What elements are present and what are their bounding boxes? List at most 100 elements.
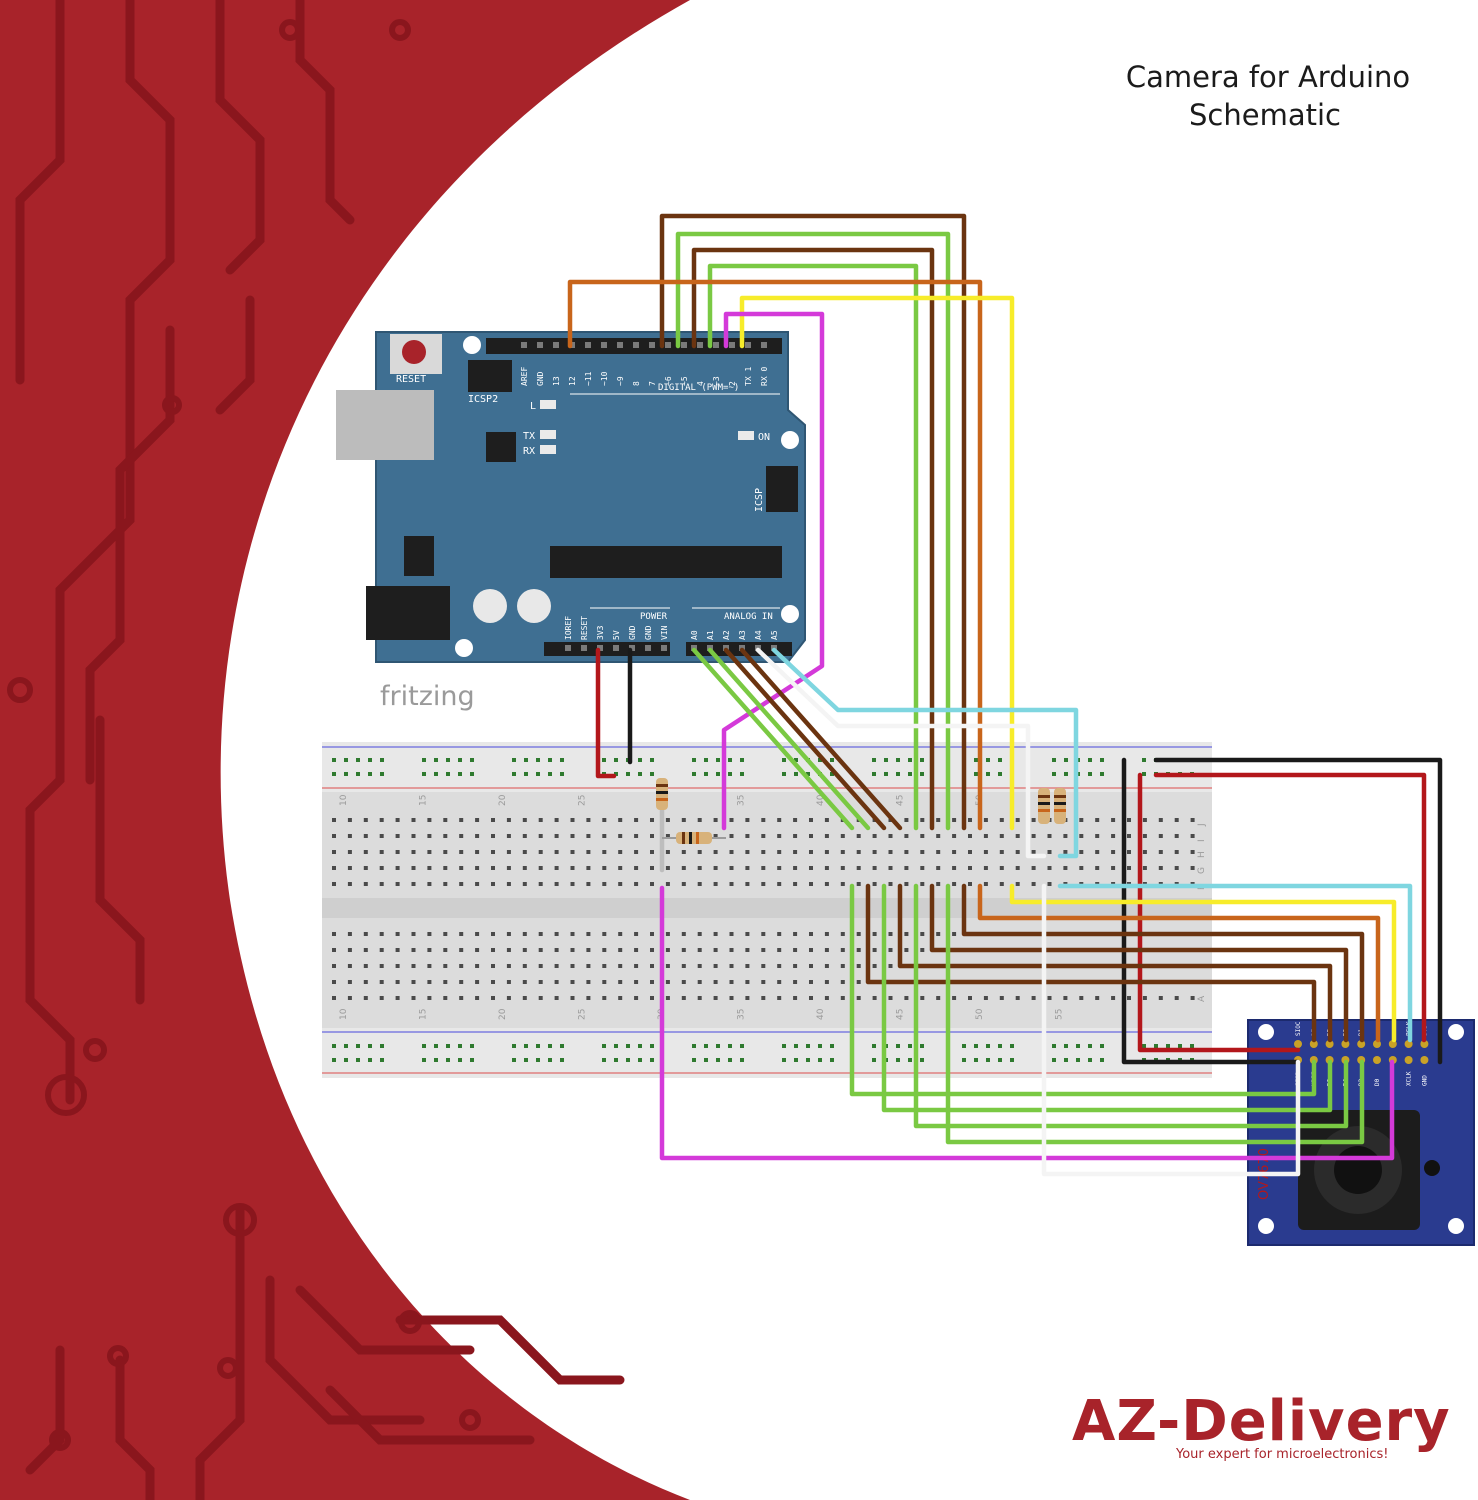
rail-hole [1088,1044,1092,1048]
rail-hole [728,1058,732,1062]
rail-hole [1064,1058,1068,1062]
breadboard-hole [761,882,766,886]
breadboard-hole [332,818,336,822]
breadboard-hole [475,980,480,984]
breadboard-hole [395,932,400,936]
rail-hole [920,758,924,762]
power-header-label: POWER [640,612,668,622]
breadboard-hole [761,834,766,838]
breadboard-hole [443,996,448,1000]
rail-hole [908,758,912,762]
breadboard-hole [729,996,734,1000]
breadboard-hole [347,834,352,838]
breadboard-hole [443,882,448,886]
rail-hole [512,1044,516,1048]
pin-label: 4 [696,381,705,386]
breadboard-hole [554,964,559,968]
rail-hole [458,1058,462,1062]
breadboard-hole [347,964,352,968]
breadboard-hole [697,866,702,870]
rail-hole [650,1058,654,1062]
wire-yellow-d2 [739,295,1015,831]
header-pin [617,342,623,348]
breadboard-hole [332,996,336,1000]
breadboard-hole [332,948,336,952]
breadboard-hole [475,818,480,822]
breadboard-hole [427,964,432,968]
camera-pin-label: SIOC [1295,1021,1302,1036]
breadboard-column-number: 25 [578,795,588,806]
breadboard-hole [1047,834,1052,838]
breadboard-hole [586,996,591,1000]
pin-label: ~6 [664,376,673,386]
breadboard-hole [411,932,416,936]
breadboard-hole [554,882,559,886]
breadboard-hole [379,850,384,854]
breadboard-hole [904,996,909,1000]
pin-label: 12 [568,376,577,386]
rail-hole [1052,1058,1056,1062]
breadboard-hole [363,948,368,952]
header-pin [613,645,619,651]
breadboard-hole [443,850,448,854]
pin-label: ~3 [712,376,721,386]
rail-hole [548,772,552,776]
breadboard-hole [856,980,861,984]
breadboard-hole [840,996,845,1000]
breadboard-hole [904,932,909,936]
breadboard-hole [459,980,464,984]
breadboard-hole [602,932,607,936]
breadboard-hole [888,882,893,886]
breadboard-hole [745,964,750,968]
rail-hole [920,1044,924,1048]
rail-hole [548,1044,552,1048]
rail-hole [332,758,336,762]
rail-hole [806,1044,810,1048]
breadboard-hole [793,932,798,936]
breadboard-hole [761,850,766,854]
pin-label: IOREF [564,616,573,640]
breadboard-hole [1158,850,1163,854]
rail-hole [422,1044,426,1048]
breadboard-column-number: 20 [498,794,508,806]
reset-button[interactable] [402,340,426,364]
rail-hole [716,772,720,776]
fritzing-label: fritzing [380,681,475,712]
resistor-3 [1038,788,1050,824]
breadboard-hole [395,818,400,822]
breadboard-column-number: 20 [498,1008,508,1020]
breadboard-hole [809,932,813,936]
breadboard-hole [411,866,416,870]
breadboard-hole [856,834,861,838]
led-rx-label: RX [523,446,535,457]
breadboard-hole [554,818,559,822]
breadboard-hole [809,964,813,968]
breadboard-hole [363,996,368,1000]
breadboard-hole [411,834,416,838]
breadboard-hole [1047,850,1052,854]
breadboard-hole [983,818,988,822]
rail-hole [332,1044,336,1048]
rail-hole [458,758,462,762]
rail-hole [536,772,540,776]
breadboard-row-letter: I [1197,839,1207,842]
breadboard-hole [570,882,575,886]
breadboard-hole [745,834,750,838]
breadboard-hole [904,834,909,838]
breadboard-column-number: 50 [975,1008,985,1020]
analog-header-label: ANALOG IN [724,612,773,622]
rail-hole [1010,1058,1014,1062]
breadboard-hole [856,948,861,952]
breadboard-hole [952,996,957,1000]
breadboard-column-number: 35 [737,795,747,806]
breadboard-hole [920,882,925,886]
header-pin [745,342,751,348]
pin-label: ~9 [616,376,625,386]
breadboard-hole [793,882,798,886]
breadboard-hole [506,866,511,870]
icsp2-label: ICSP2 [468,394,498,405]
breadboard-hole [427,996,432,1000]
header-pin [645,645,651,651]
breadboard-hole [1095,996,1100,1000]
breadboard-hole [427,882,432,886]
